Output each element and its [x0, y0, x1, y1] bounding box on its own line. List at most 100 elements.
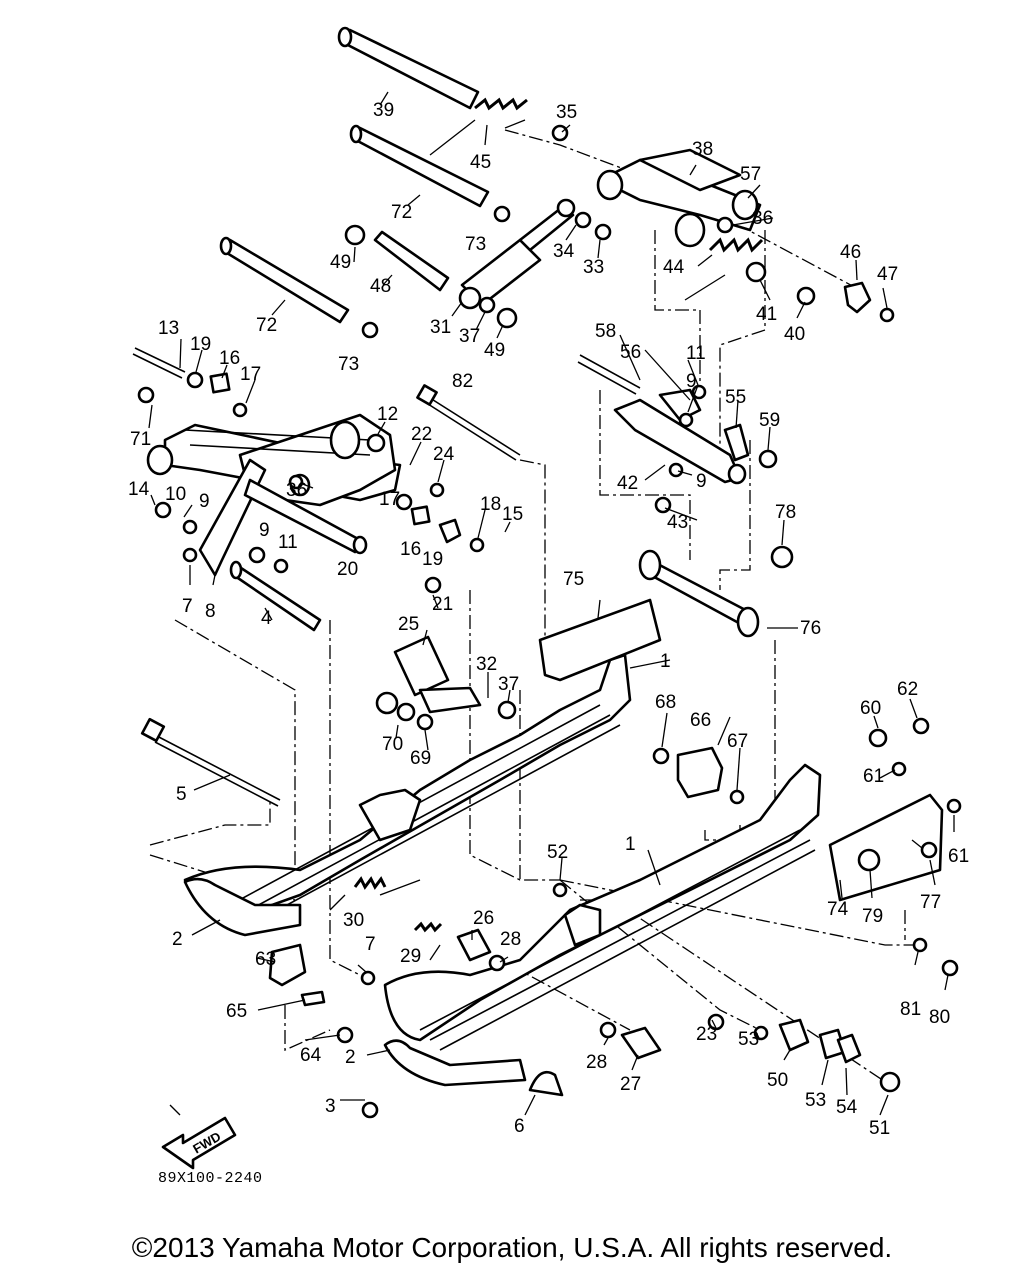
callout-label: 63: [255, 949, 276, 970]
callout-label: 1: [625, 834, 636, 855]
callout-label: 36: [752, 208, 773, 229]
callout-label: 9: [686, 371, 697, 392]
callout-label: 9: [696, 471, 707, 492]
callout-label: 64: [300, 1045, 322, 1066]
callout-label: 43: [667, 512, 688, 533]
callout-label: 19: [190, 334, 211, 355]
front-arm-assembly: [146, 413, 402, 577]
callout-label: 49: [484, 340, 505, 361]
copyright-notice: ©2013 Yamaha Motor Corporation, U.S.A. A…: [131, 1232, 893, 1263]
callout-label: 25: [398, 614, 419, 635]
callout-label: 30: [343, 910, 364, 931]
callout-label: 60: [860, 698, 881, 719]
callout-label: 15: [502, 504, 523, 525]
callout-label: 61: [863, 766, 884, 787]
callout-label: 77: [920, 892, 941, 913]
callout-label: 28: [586, 1052, 607, 1073]
callout-label: 35: [556, 102, 577, 123]
callout-label: 59: [759, 410, 780, 431]
callout-label: 18: [480, 494, 501, 515]
bolt-58: [577, 354, 641, 395]
callout-label: 69: [410, 748, 431, 769]
callout-label: 34: [553, 241, 575, 262]
callout-label: 36: [286, 480, 307, 501]
shaft-48: [373, 230, 450, 292]
callout-label: 72: [391, 202, 412, 223]
callout-label: 68: [655, 692, 676, 713]
callout-label: 32: [476, 654, 497, 675]
bracket-50: [778, 1018, 810, 1052]
callout-label: 40: [784, 324, 805, 345]
callout-label: 76: [800, 618, 821, 639]
bracket-74: [828, 793, 944, 902]
callout-label: 6: [514, 1116, 525, 1137]
callout-label: 7: [182, 596, 193, 617]
callout-label: 37: [459, 326, 480, 347]
callout-label: 29: [400, 946, 421, 967]
bolt-5: [140, 717, 281, 807]
callout-label: 58: [595, 321, 616, 342]
callout-label: 45: [470, 152, 491, 173]
bolt-82: [416, 384, 521, 461]
callout-label: 51: [869, 1118, 890, 1139]
callout-label: 3: [325, 1096, 336, 1117]
callout-label: 46: [840, 242, 861, 263]
callout-label: 53: [738, 1029, 759, 1050]
parts-diagram: FWD 1 1 2 2 3 4 5 6 7 7 7 8 9 9 9 9 10 1…: [128, 26, 969, 1170]
callout-label: 70: [382, 734, 403, 755]
shock-absorber-31: [458, 198, 576, 310]
leader-lines: [148, 91, 955, 1116]
callout-label: 61: [948, 846, 969, 867]
callout-label: 55: [725, 387, 746, 408]
callout-label: 17: [240, 364, 261, 385]
callout-label: 33: [583, 257, 604, 278]
callout-label: 57: [740, 164, 761, 185]
callout-label: 42: [617, 473, 638, 494]
callout-label: 82: [452, 371, 473, 392]
callout-label: 53: [805, 1090, 826, 1111]
rear-arm-38: [596, 148, 762, 248]
callout-label: 17: [379, 489, 400, 510]
stopper-6: [528, 1070, 564, 1097]
callout-label: 2: [172, 929, 183, 950]
runner-right: [383, 1039, 527, 1087]
runner-left: [183, 877, 302, 937]
callout-label: 9: [259, 520, 270, 541]
fwd-arrow-icon: FWD: [161, 1116, 237, 1170]
drawing-code: 89X100-2240: [158, 1170, 263, 1187]
shock-absorber-25: [375, 635, 482, 722]
callouts: 1 1 2 2 3 4 5 6 7 7 7 8 9 9 9 9 10 11 11…: [128, 100, 969, 1139]
shaft-39: [337, 26, 480, 110]
callout-label: 12: [377, 404, 398, 425]
callout-label: 75: [563, 569, 584, 590]
callout-label: 16: [219, 348, 240, 369]
callout-label: 47: [877, 264, 898, 285]
callout-label: 11: [686, 343, 706, 364]
callout-label: 14: [128, 479, 150, 500]
collar-26: [456, 928, 492, 962]
callout-label: 56: [620, 342, 641, 363]
bracket-75: [538, 598, 662, 682]
callout-label: 20: [337, 559, 358, 580]
callout-label: 10: [165, 484, 186, 505]
callout-label: 21: [432, 594, 453, 615]
callout-label: 78: [775, 502, 796, 523]
spring-45: [474, 97, 528, 111]
slider-63: [268, 943, 307, 987]
callout-label: 67: [727, 731, 748, 752]
callout-label: 31: [430, 317, 451, 338]
bolt-13: [132, 347, 186, 379]
callout-label: 73: [338, 354, 359, 375]
rear-pivot-arm: [613, 388, 750, 485]
shaft-4: [229, 560, 322, 632]
collar-27: [620, 1026, 662, 1060]
callout-label: 37: [498, 674, 519, 695]
spring-30: [353, 876, 387, 890]
callout-label: 27: [620, 1074, 641, 1095]
callout-label: 23: [696, 1024, 717, 1045]
callout-label: 24: [433, 444, 455, 465]
callout-label: 44: [663, 257, 685, 278]
callout-label: 74: [827, 899, 849, 920]
callout-label: 41: [756, 304, 777, 325]
shaft-72-lower: [219, 236, 350, 324]
